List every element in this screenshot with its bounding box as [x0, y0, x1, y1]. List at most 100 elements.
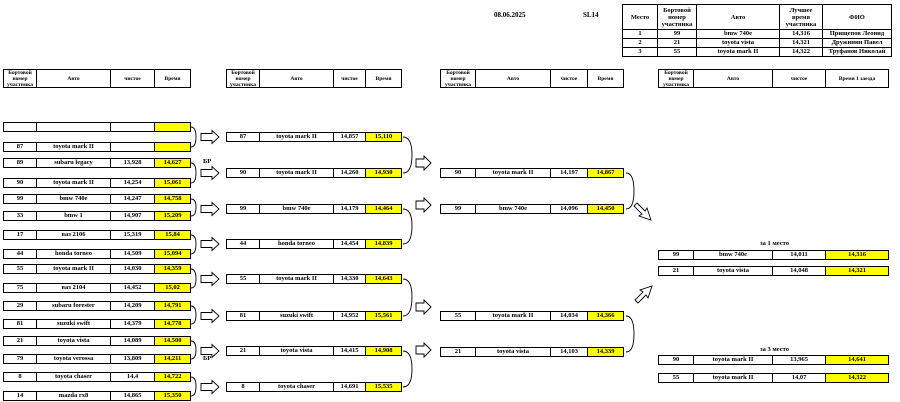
car-model-cell: toyota verossa: [36, 354, 111, 364]
time-cell: 15,094: [154, 249, 191, 259]
car-model-cell: suzuki swift: [259, 311, 334, 321]
header-cell: Авто: [693, 69, 773, 88]
car-number-cell: 55: [440, 311, 476, 321]
car-model-cell: ваз 2106: [36, 230, 111, 240]
time-cell: 14,867: [587, 168, 624, 178]
time-cell: 15,535: [365, 382, 402, 392]
car-model-cell: bmw 740e: [475, 204, 551, 214]
header-cell: чистое: [110, 69, 155, 88]
header-cell: Бортовой номер участника: [658, 69, 694, 88]
car-model-cell: toyota mark II: [693, 355, 773, 365]
car-number-cell: 55: [658, 373, 694, 383]
final1-label: за 1 место: [760, 240, 789, 247]
car-number-cell: 81: [3, 319, 37, 329]
clean-time-cell: 14,865: [110, 391, 155, 401]
time-cell: [154, 142, 191, 152]
clean-time-cell: 14,011: [772, 250, 826, 260]
clean-time-cell: [110, 122, 155, 132]
car-number-cell: 21: [658, 266, 694, 276]
clean-time-cell: 14,179: [333, 204, 366, 214]
car-number-cell: 8: [3, 372, 37, 382]
car-model-cell: bmw 740e: [259, 204, 334, 214]
header-cell: чистое: [333, 69, 366, 88]
car-number-cell: 87: [226, 132, 260, 142]
car-number-cell: 90: [226, 168, 260, 178]
time-cell: 14,316: [825, 250, 889, 260]
clean-time-cell: 14,330: [333, 274, 366, 284]
clean-time-cell: 14,857: [333, 132, 366, 142]
car-number-cell: 21: [3, 336, 37, 346]
header-cell: Бортовой номер участника: [226, 69, 260, 88]
leaderboard-header-row: Место Бортовой номер участника Авто Лучш…: [622, 4, 892, 30]
leaderboard-header-cell: Лучшее время участника: [779, 4, 823, 30]
car-model-cell: [36, 122, 111, 132]
car-model-cell: toyota mark II: [475, 168, 551, 178]
car-number-cell: 90: [3, 178, 37, 188]
clean-time-cell: 14,952: [333, 311, 366, 321]
time-cell: 14,450: [587, 204, 624, 214]
clean-time-cell: 14,379: [110, 319, 155, 329]
time-cell: 15,84: [154, 230, 191, 240]
clean-time-cell: 14,247: [110, 194, 155, 204]
car-model-cell: toyota vista: [259, 346, 334, 356]
time-cell: 14,359: [154, 264, 191, 274]
car-number-cell: 99: [658, 250, 694, 260]
clean-time-cell: 13,809: [110, 354, 155, 364]
time-cell: 14,930: [365, 168, 402, 178]
car-number-cell: 90: [440, 168, 476, 178]
time-cell: 14,627: [154, 158, 191, 168]
time-cell: 14,500: [154, 336, 191, 346]
header-cell: Время: [365, 69, 402, 88]
clean-time-cell: 14,197: [550, 168, 588, 178]
clean-time-cell: 14,030: [110, 264, 155, 274]
car-model-cell: bmw 740e: [693, 250, 773, 260]
car-number-cell: 33: [3, 211, 37, 221]
time-cell: 15,110: [365, 132, 402, 142]
clean-time-cell: 13,928: [110, 158, 155, 168]
time-cell: 14,211: [154, 354, 191, 364]
final3-label: за 3 место: [760, 346, 789, 353]
clean-time-cell: 14,103: [550, 347, 588, 357]
clean-time-cell: 14,907: [110, 211, 155, 221]
car-number-cell: 8: [226, 382, 260, 392]
round2-header: Бортовой номер участника Авто чистое Вре…: [226, 69, 402, 88]
car-number-cell: 90: [658, 355, 694, 365]
car-model-cell: toyota mark II: [36, 178, 111, 188]
header-cell: чистое: [550, 69, 588, 88]
time-cell: 14,643: [365, 274, 402, 284]
header-cell: Бортовой номер участника: [440, 69, 476, 88]
car-number-cell: 99: [440, 204, 476, 214]
car-model-cell: bmw 1: [36, 211, 111, 221]
car-model-cell: ваз 2104: [36, 283, 111, 293]
time-cell: 14,366: [587, 311, 624, 321]
header-cell: Авто: [36, 69, 111, 88]
clean-time-cell: 14,454: [333, 239, 366, 249]
round1-header: Бортовой номер участника Авто чистое Вре…: [3, 69, 191, 88]
clean-time-cell: 14,034: [550, 311, 588, 321]
car-number-cell: 29: [3, 301, 37, 311]
car-model-cell: honda torneo: [36, 249, 111, 259]
car-model-cell: toyota mark II: [693, 373, 773, 383]
car-number-cell: 55: [3, 264, 37, 274]
car-number-cell: 75: [3, 283, 37, 293]
car-number-cell: 79: [3, 354, 37, 364]
car-number-cell: 44: [3, 249, 37, 259]
